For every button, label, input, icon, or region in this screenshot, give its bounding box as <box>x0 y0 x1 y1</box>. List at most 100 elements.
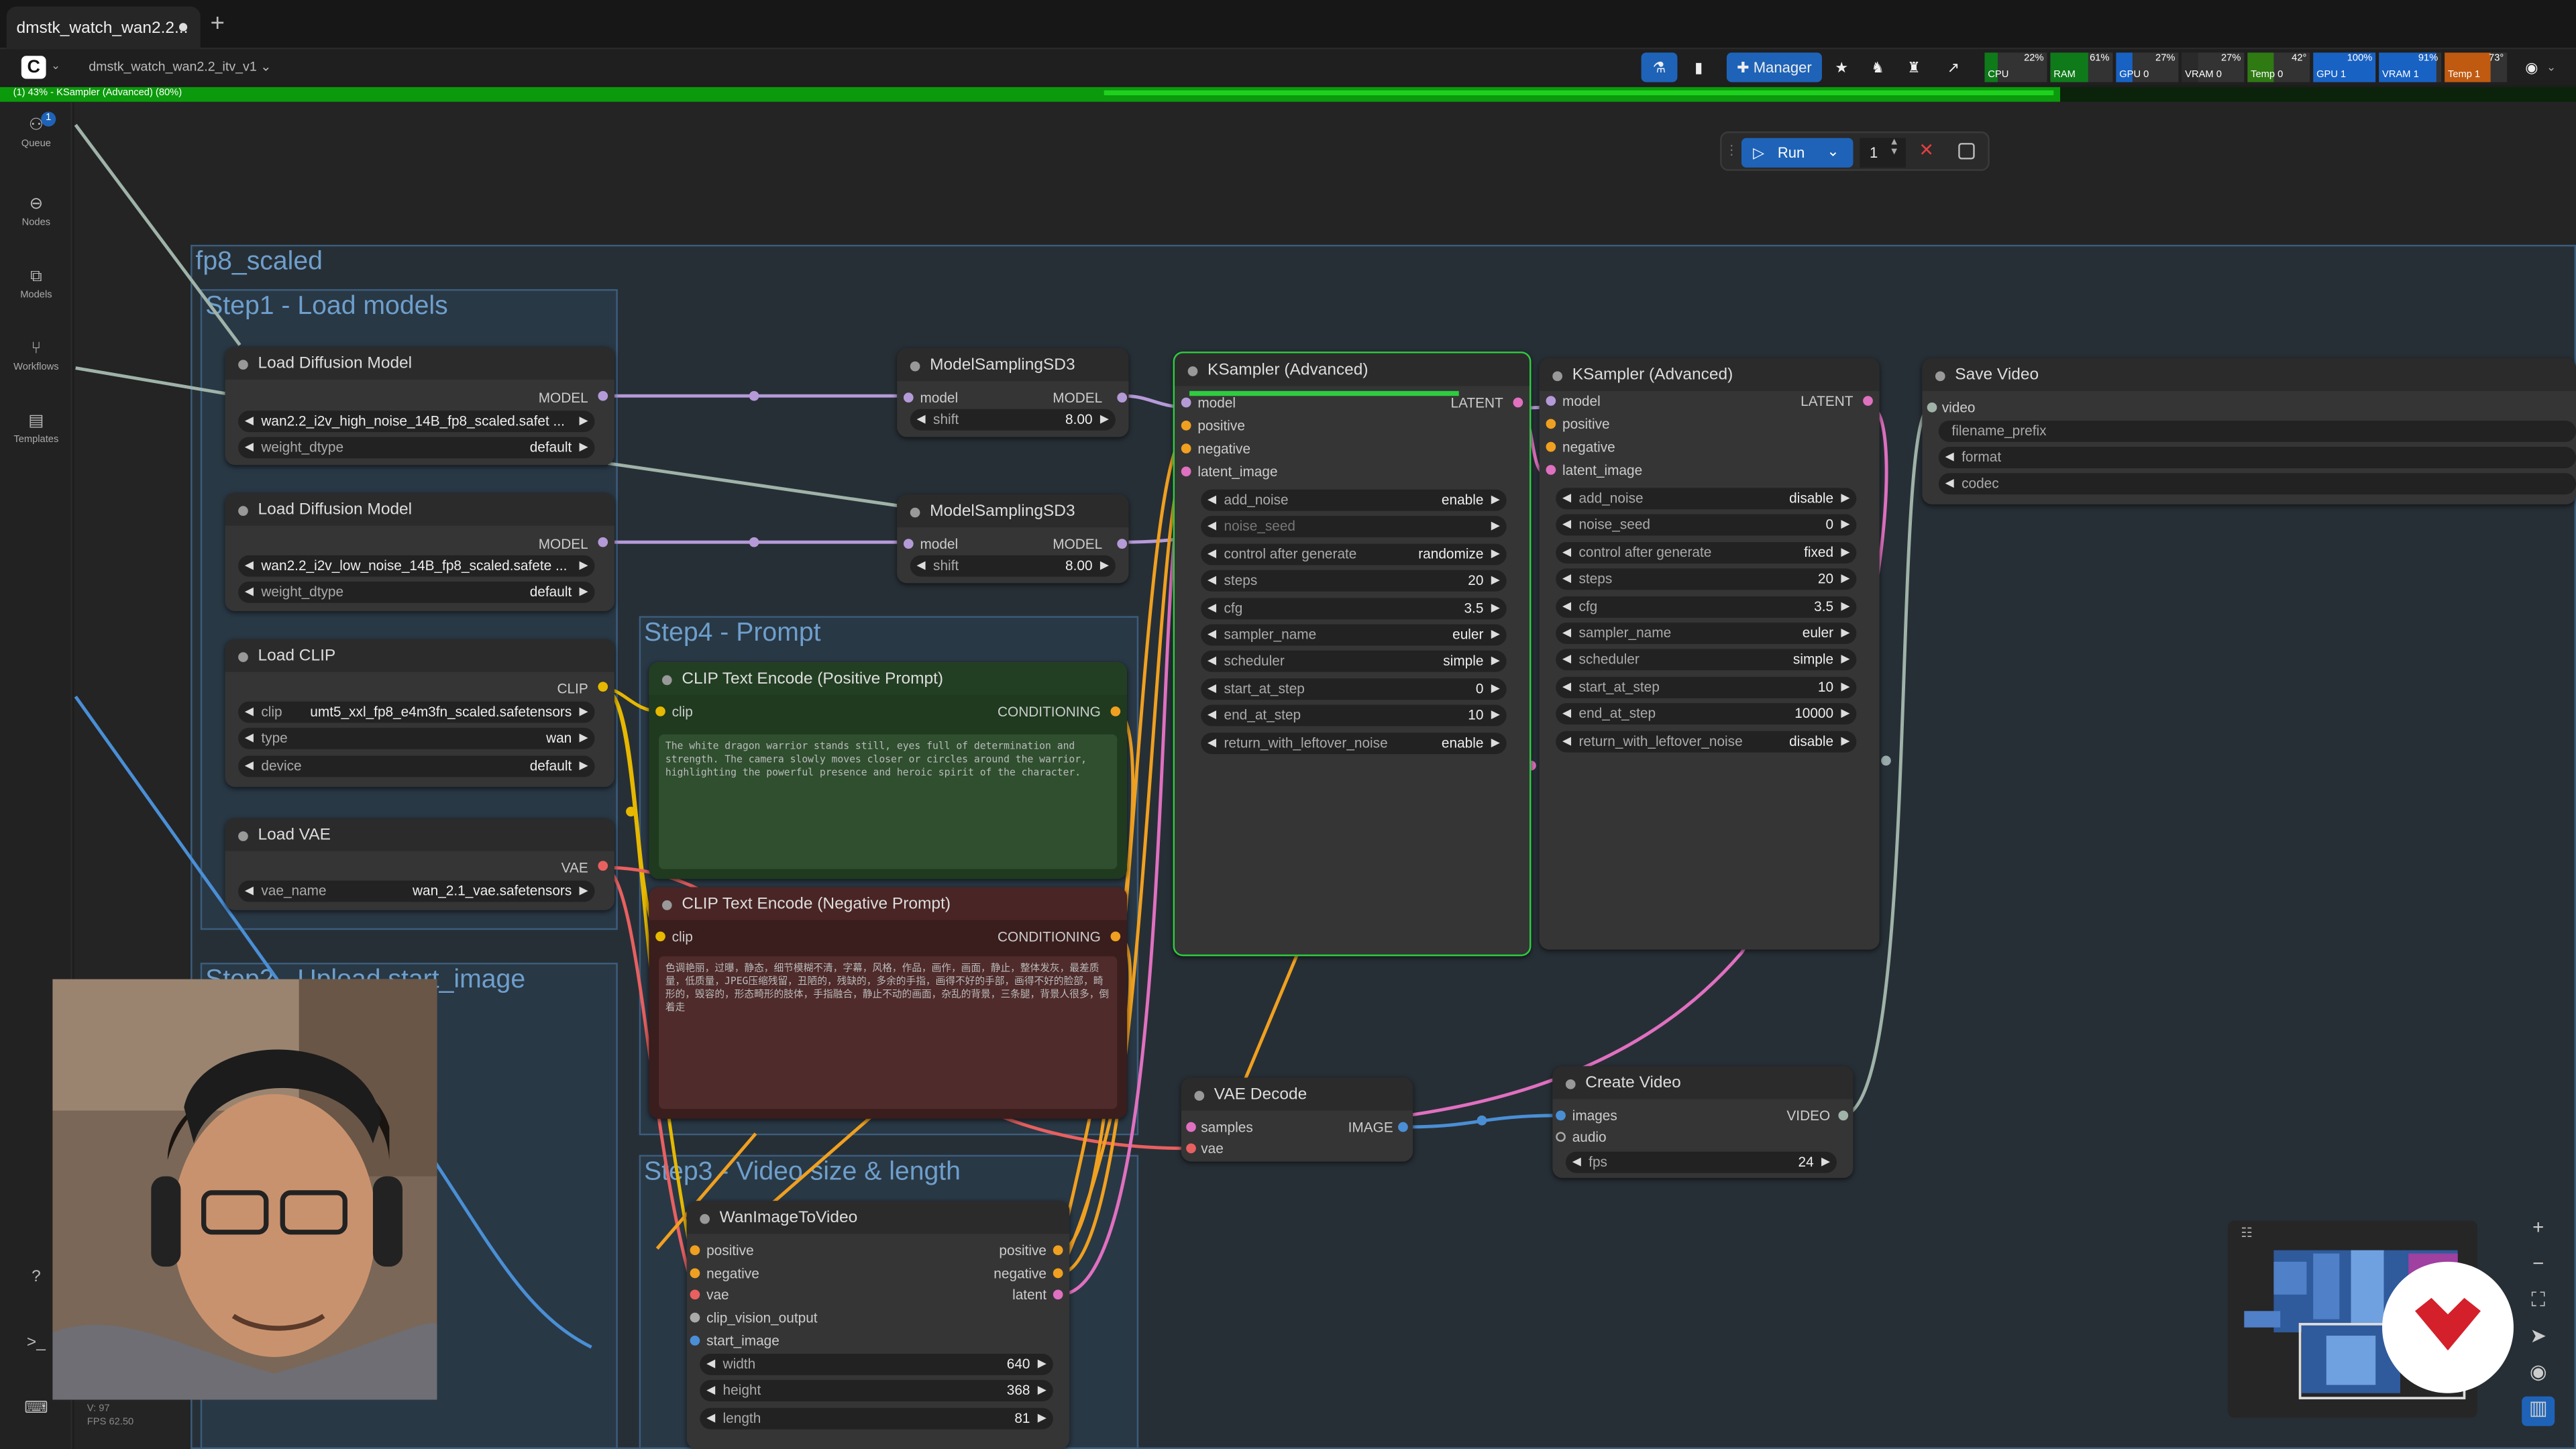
input-model-dot[interactable] <box>1181 397 1191 408</box>
sidebar-item-models[interactable]: ⧉Models <box>0 268 72 301</box>
output-image-dot[interactable] <box>1398 1122 1408 1132</box>
decrement-icon[interactable]: ◀ <box>706 1358 716 1371</box>
run-button[interactable]: ▷ Run ⌄ <box>1741 138 1854 168</box>
input-latent-image-dot[interactable] <box>1546 465 1556 475</box>
decrement-icon[interactable]: ◀ <box>1208 494 1217 506</box>
decrement-icon[interactable]: ◀ <box>1208 521 1217 533</box>
increment-icon[interactable]: ▶ <box>1491 737 1500 749</box>
flask-icon[interactable]: ⚗ <box>1641 52 1678 83</box>
decrement-icon[interactable]: ◀ <box>1562 600 1572 612</box>
extension-icon[interactable]: ♞ <box>1871 59 1885 76</box>
widget-noise-seed[interactable]: ◀noise_seed▶ <box>1201 516 1507 538</box>
output-latent-dot[interactable] <box>1513 397 1523 408</box>
output-clip-dot[interactable] <box>598 682 608 692</box>
manager-button[interactable]: ✚ Manager <box>1726 52 1822 83</box>
increment-icon[interactable]: ▶ <box>1841 735 1850 747</box>
increment-icon[interactable]: ▶ <box>1491 629 1500 641</box>
increment-icon[interactable]: ▶ <box>1037 1412 1047 1424</box>
minimap-settings-icon[interactable]: ☷ <box>2241 1225 2253 1240</box>
decrement-icon[interactable]: ◀ <box>1208 710 1217 722</box>
decrement-icon[interactable]: ◀ <box>1208 656 1217 668</box>
input-model-dot[interactable] <box>903 392 914 403</box>
increment-icon[interactable]: ▶ <box>1491 548 1500 560</box>
bookmark-icon[interactable]: ▮ <box>1695 59 1703 76</box>
output-positive-dot[interactable] <box>1053 1245 1063 1256</box>
node-load-diffusion-model-high[interactable]: Load Diffusion Model MODEL ◀wan2.2_i2v_h… <box>225 346 614 466</box>
visibility-icon[interactable]: ◉ <box>2529 1360 2547 1384</box>
sidebar-item-nodes[interactable]: ⊖Nodes <box>0 195 72 228</box>
increment-icon[interactable]: ▶ <box>1491 710 1500 722</box>
decrement-icon[interactable]: ◀ <box>1208 683 1217 695</box>
decrement-icon[interactable]: ◀ <box>706 1385 716 1397</box>
input-start-image-dot[interactable] <box>690 1335 700 1346</box>
decrement-icon[interactable]: ◀ <box>1208 737 1217 749</box>
increment-icon[interactable]: ▶ <box>1037 1385 1047 1397</box>
output-model-dot[interactable] <box>598 390 608 401</box>
increment-icon[interactable]: ▶ <box>1037 1358 1047 1371</box>
stop-icon[interactable] <box>1958 143 1975 160</box>
widget-unet-name[interactable]: ◀wan2.2_i2v_low_noise_14B_fp8_scaled.saf… <box>238 555 595 577</box>
cancel-icon[interactable]: ✕ <box>1919 141 1935 162</box>
node-clip-text-positive[interactable]: CLIP Text Encode (Positive Prompt) clip … <box>649 661 1128 879</box>
increment-icon[interactable]: ▶ <box>1841 574 1850 586</box>
input-positive-dot[interactable] <box>1181 420 1191 431</box>
node-save-video[interactable]: Save Video video filename_prefix ◀format… <box>1922 358 2576 504</box>
input-positive-dot[interactable] <box>690 1245 700 1256</box>
model-icon[interactable]: ♜ <box>1907 59 1921 76</box>
batch-count-input[interactable]: 1▲▼ <box>1860 138 1906 168</box>
sidebar-item-queue[interactable]: ⚇Queue 1 <box>0 111 72 150</box>
increment-icon[interactable]: ▶ <box>1491 602 1500 614</box>
sidebar-item-workflows[interactable]: ⑂Workflows <box>0 340 72 373</box>
decrement-icon[interactable]: ◀ <box>1208 575 1217 587</box>
increment-icon[interactable]: ▶ <box>1491 521 1500 533</box>
increment-icon[interactable]: ▶ <box>1841 519 1850 531</box>
decrement-icon[interactable]: ◀ <box>1562 547 1572 559</box>
input-images-dot[interactable] <box>1556 1110 1566 1121</box>
sidebar-item-templates[interactable]: ▤Templates <box>0 413 72 445</box>
output-latent-dot[interactable] <box>1053 1290 1063 1301</box>
increment-icon[interactable]: ▶ <box>1841 627 1850 639</box>
input-clip-dot[interactable] <box>655 931 665 942</box>
widget-unet-name[interactable]: ◀wan2.2_i2v_high_noise_14B_fp8_scaled.sa… <box>238 411 595 433</box>
user-avatar-icon[interactable]: ◉ <box>2525 59 2538 76</box>
terminal-icon[interactable]: >_ <box>26 1334 46 1352</box>
widget-filename-prefix[interactable]: filename_prefix <box>1938 420 2576 442</box>
node-load-diffusion-model-low[interactable]: Load Diffusion Model MODEL ◀wan2.2_i2v_l… <box>225 492 614 612</box>
input-model-dot[interactable] <box>1546 396 1556 406</box>
decrement-icon[interactable]: ◀ <box>1562 574 1572 586</box>
input-vae-dot[interactable] <box>690 1290 700 1301</box>
drag-handle-icon[interactable]: ⋮ <box>1725 143 1739 158</box>
zoom-out-icon[interactable]: − <box>2532 1252 2544 1275</box>
input-samples-dot[interactable] <box>1186 1122 1196 1132</box>
node-clip-text-negative[interactable]: CLIP Text Encode (Negative Prompt) clip … <box>649 887 1128 1119</box>
decrement-icon[interactable]: ◀ <box>1562 654 1572 666</box>
input-negative-dot[interactable] <box>1546 441 1556 452</box>
input-clip-vision-output-dot[interactable] <box>690 1312 700 1323</box>
input-clip-dot[interactable] <box>655 706 665 716</box>
decrement-icon[interactable]: ◀ <box>1562 681 1572 693</box>
input-vae-dot[interactable] <box>1186 1143 1196 1154</box>
increment-icon[interactable]: ▶ <box>1491 575 1500 587</box>
decrement-icon[interactable]: ◀ <box>1562 735 1572 747</box>
comfy-logo-icon[interactable]: C <box>21 56 46 79</box>
